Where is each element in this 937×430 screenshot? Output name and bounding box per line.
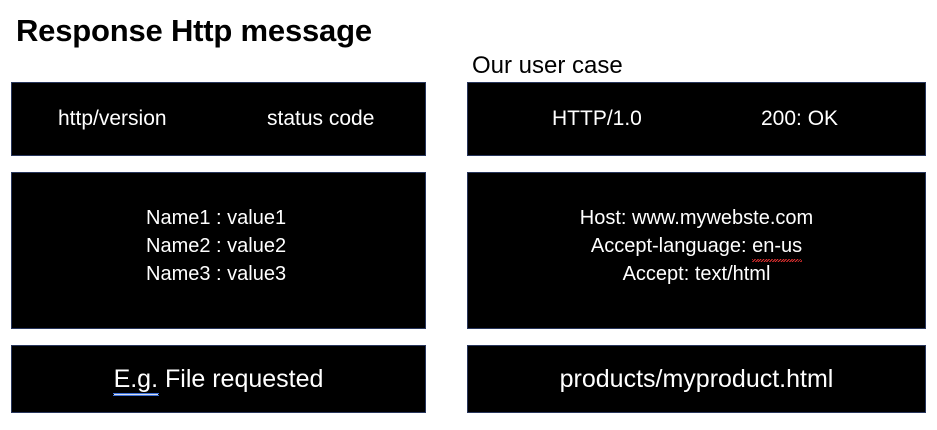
status-line-example: HTTP/1.0 200: OK (468, 83, 925, 155)
panel-example-headers: Host: www.mywebste.com Accept-language: … (467, 172, 926, 329)
header-line-text: Accept: text/html (622, 262, 771, 285)
section-label-our-user-case: Our user case (472, 52, 623, 79)
header-line-text: Host: www.mywebste.com (579, 206, 814, 229)
header-line: Name3 : value3 (146, 262, 287, 285)
panel-example-status-line: HTTP/1.0 200: OK (467, 82, 926, 156)
grammar-underline-eg: E.g. (112, 364, 160, 397)
status-line-generic: http/version status code (12, 83, 425, 155)
panel-example-body: products/myproduct.html (467, 345, 926, 413)
label-status-code: status code (267, 107, 375, 130)
caption-generic-body: E.g. File requested (12, 364, 425, 397)
header-line-text: Accept-language: (590, 234, 753, 257)
caption-example-body: products/myproduct.html (559, 364, 834, 393)
page-title: Response Http message (16, 13, 372, 48)
spellcheck-underline-en-us: en-us (752, 232, 803, 262)
value-http-version: HTTP/1.0 (552, 107, 642, 130)
panel-generic-status-line: http/version status code (11, 82, 426, 156)
panel-generic-body: E.g. File requested (11, 345, 426, 413)
header-line: Accept: text/html (468, 260, 925, 288)
value-status-code: 200: OK (761, 107, 839, 130)
header-list-generic: Name1 : value1 Name2 : value2 Name3 : va… (12, 204, 425, 298)
label-http-version: http/version (58, 107, 167, 130)
header-line: Accept-language: en-us (468, 232, 925, 262)
caption-generic-body-text: File requested (158, 364, 324, 393)
header-line: Host: www.mywebste.com (468, 204, 925, 232)
header-line: Name2 : value2 (146, 234, 287, 257)
header-line: Name1 : value1 (146, 206, 287, 229)
header-list-example: Host: www.mywebste.com Accept-language: … (468, 204, 925, 298)
panel-generic-headers: Name1 : value1 Name2 : value2 Name3 : va… (11, 172, 426, 329)
